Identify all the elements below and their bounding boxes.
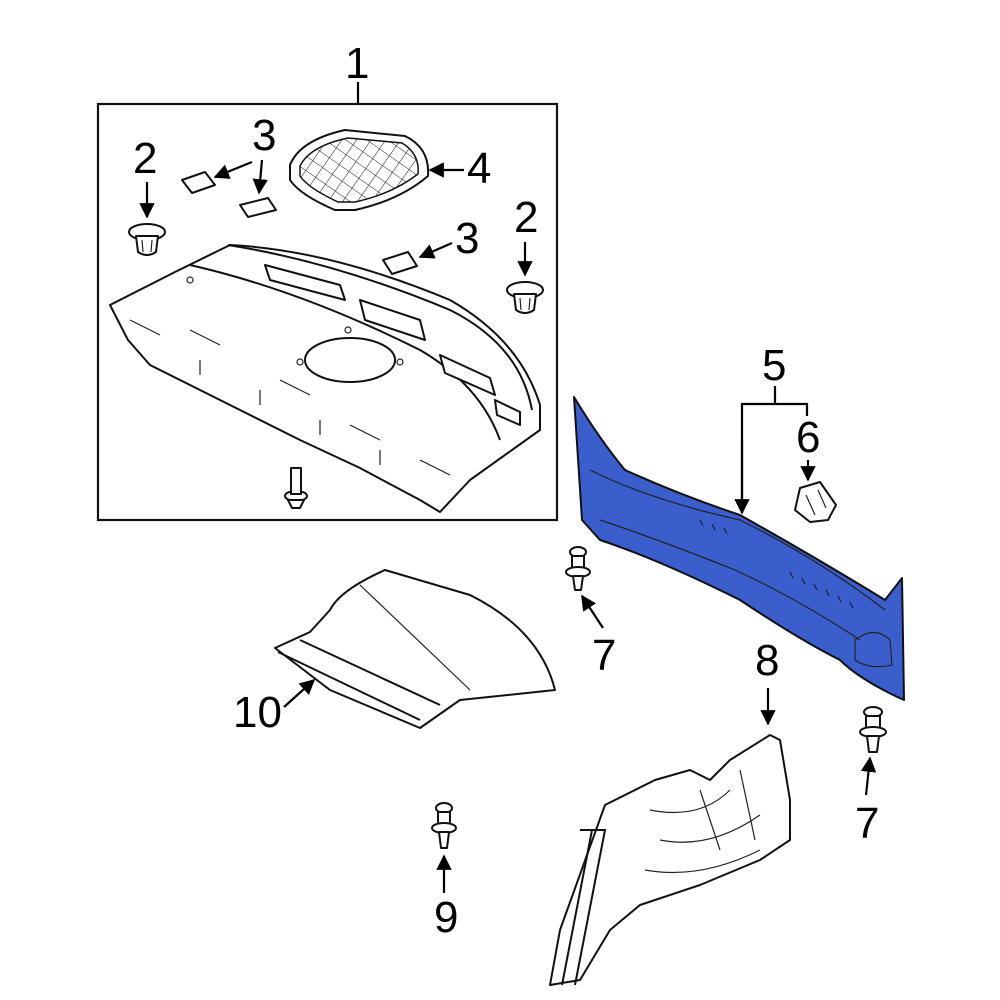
callout-4: 4: [467, 144, 491, 193]
callout-7-middle: 7: [592, 631, 616, 680]
callout-7-right: 7: [855, 799, 879, 848]
push-pin: [284, 467, 308, 509]
trunk-floor-cover-part-10: [274, 569, 556, 729]
side-trim-part-8: [549, 734, 791, 986]
bracket-part-6: [794, 481, 837, 523]
clip-part-2-right: [506, 281, 544, 314]
speaker-grille-part-4: [289, 129, 430, 211]
callout-10: 10: [233, 688, 282, 737]
pad-part-3: [181, 171, 418, 275]
callout-3-right: 3: [455, 214, 479, 263]
package-tray-part-1: [109, 244, 541, 513]
leader-3-top-a: [213, 160, 253, 179]
clip-part-2-left: [128, 223, 166, 256]
highlighted-part: [573, 396, 905, 701]
screw-part-9: [431, 802, 457, 849]
rear-panel-trim-part-5: [573, 396, 905, 701]
leader-10: [283, 678, 316, 708]
callout-8: 8: [755, 636, 779, 685]
leader-7-middle: [581, 594, 604, 629]
leader-3-top-b: [252, 159, 268, 195]
leader-3-right: [418, 241, 453, 259]
callout-2-right: 2: [514, 193, 538, 242]
callout-3-top: 3: [252, 111, 276, 160]
callout-1: 1: [345, 39, 369, 88]
callout-6: 6: [796, 413, 820, 462]
callout-5: 5: [762, 341, 786, 390]
leader-7-right: [860, 756, 877, 796]
callout-2-left: 2: [133, 134, 157, 183]
callout-9: 9: [434, 893, 458, 942]
screw-part-7-right: [859, 706, 887, 753]
assembly-box: [96, 102, 559, 522]
screw-part-7-middle: [565, 546, 591, 591]
